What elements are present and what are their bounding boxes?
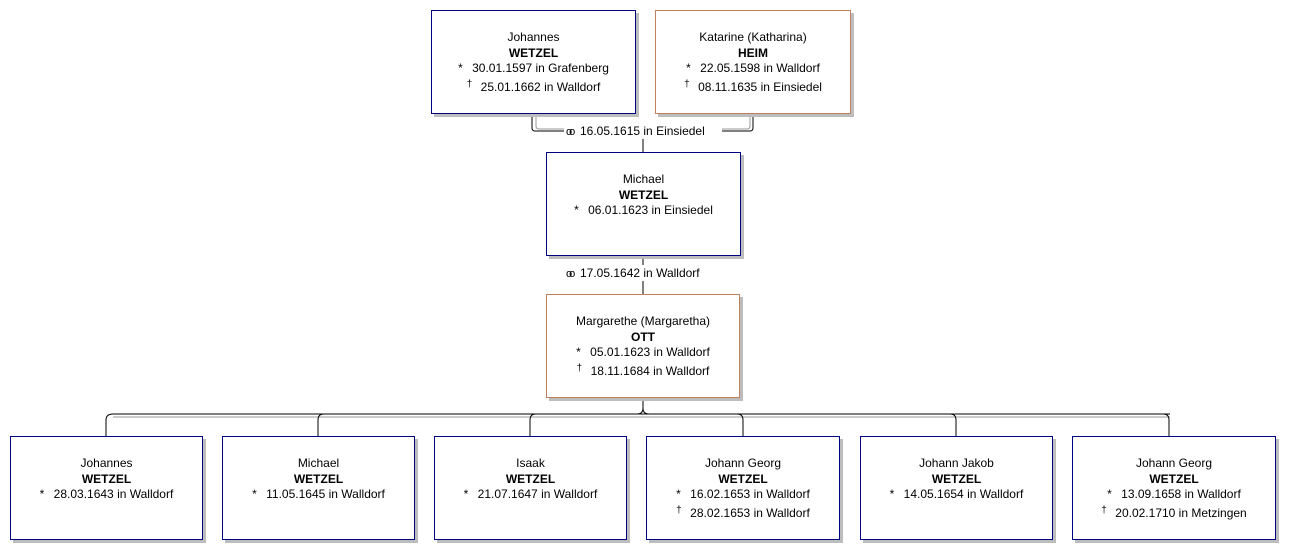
child-death-text: 28.02.1653 in Walldorf [690, 505, 810, 520]
person-box-child-2[interactable]: Michael WETZEL * 11.05.1645 in Walldorf [222, 436, 415, 540]
child-surname: WETZEL [293, 471, 344, 486]
birth-icon: * [1107, 487, 1112, 501]
death-icon: † [1101, 504, 1107, 516]
spouse-to-bus [636, 398, 650, 415]
child-4-drop [736, 413, 744, 436]
child-name: Johann Jakob [919, 456, 994, 470]
person-box-child-1[interactable]: Johannes WETZEL * 28.03.1643 in Walldorf [10, 436, 203, 540]
spouse-surname: OTT [631, 329, 655, 344]
person-box-child-6[interactable]: Johann Georg WETZEL * 13.09.1658 in Walld… [1072, 436, 1276, 540]
child-2-drop [317, 413, 325, 436]
mother-death: † 08.11.1635 in Einsiedel [656, 77, 850, 96]
birth-icon: * [458, 61, 463, 75]
mother-death-text: 08.11.1635 in Einsiedel [698, 79, 822, 94]
child-name: Michael [297, 456, 340, 470]
child-birth: * 28.03.1643 in Walldorf [11, 487, 202, 503]
person-box-child-4[interactable]: Johann Georg WETZEL * 16.02.1653 in Walld… [646, 436, 840, 540]
person-box-main[interactable]: Michael WETZEL * 06.01.1623 in Einsiedel [546, 152, 741, 256]
person-box-mother[interactable]: Katarine (Katharina) HEIM * 22.05.1598 in… [655, 10, 851, 114]
child-birth-text: 14.05.1654 in Walldorf [903, 487, 1024, 501]
birth-icon: * [676, 487, 681, 501]
father-connector-shadow [535, 114, 566, 130]
child-death: † 28.02.1653 in Walldorf [647, 503, 839, 522]
child-death-text: 20.02.1710 in Metzingen [1115, 505, 1247, 520]
child-birth: * 13.09.1658 in Walldorf [1073, 487, 1275, 503]
child-surname: WETZEL [505, 471, 556, 486]
birth-icon: * [463, 487, 469, 501]
mother-birth: * 22.05.1598 in Walldorf [656, 61, 850, 77]
child-surname: WETZEL [931, 471, 982, 486]
child-birth-text: 13.09.1658 in Walldorf [1121, 487, 1241, 501]
spouse-birth-text: 05.01.1623 in Walldorf [590, 345, 710, 359]
child-name: Johann Georg [704, 456, 782, 470]
father-birth-text: 30.01.1597 in Grafenberg [472, 61, 609, 75]
child-3-drop [529, 413, 537, 436]
father-death-text: 25.01.1662 in Walldorf [480, 79, 601, 94]
main-name: Michael [622, 172, 665, 186]
birth-icon: * [574, 203, 579, 217]
child-birth-text: 28.03.1643 in Walldorf [53, 487, 174, 501]
father-birth: * 30.01.1597 in Grafenberg [432, 61, 635, 77]
person-box-father[interactable]: Johannes WETZEL * 30.01.1597 in Grafenber… [431, 10, 636, 114]
spouse-name: Margarethe (Margaretha) [575, 314, 711, 328]
marriage1-text: 16.05.1615 in Einsiedel [580, 124, 705, 138]
death-icon: † [576, 362, 583, 374]
marriage-rings-icon: oo [566, 126, 575, 138]
marriage-label-parents: oo 16.05.1615 in Einsiedel [564, 124, 707, 139]
mother-birth-text: 22.05.1598 in Walldorf [700, 61, 820, 75]
birth-icon: * [889, 487, 895, 501]
father-connector [531, 114, 566, 132]
birth-icon: * [576, 345, 581, 359]
birth-icon: * [39, 487, 45, 501]
mother-connector [722, 114, 754, 132]
main-birth-text: 06.01.1623 in Einsiedel [588, 203, 713, 217]
main-birth: * 06.01.1623 in Einsiedel [547, 203, 740, 219]
child-death: † 20.02.1710 in Metzingen [1073, 503, 1275, 522]
spouse-birth: * 05.01.1623 in Walldorf [547, 345, 739, 361]
child-1-drop [105, 413, 114, 436]
spouse-death-text: 18.11.1684 in Walldorf [590, 363, 710, 378]
marriage2-text: 17.05.1642 in Walldorf [580, 266, 700, 280]
child-6-drop [1162, 413, 1170, 436]
person-box-spouse[interactable]: Margarethe (Margaretha) OTT * 05.01.1623 … [546, 294, 740, 398]
father-death: † 25.01.1662 in Walldorf [432, 77, 635, 96]
spouse-death: † 18.11.1684 in Walldorf [547, 361, 739, 380]
father-name: Johannes [507, 30, 560, 44]
child-surname: WETZEL [718, 471, 768, 486]
mother-connector-shadow [722, 114, 751, 130]
mother-name: Katarine (Katharina) [699, 30, 807, 44]
child-birth-text: 21.07.1647 in Walldorf [477, 487, 598, 501]
child-5-drop [949, 413, 957, 436]
death-icon: † [684, 78, 690, 90]
child-surname: WETZEL [81, 471, 132, 486]
main-surname: WETZEL [618, 187, 669, 202]
person-box-child-5[interactable]: Johann Jakob WETZEL * 14.05.1654 in Walld… [860, 436, 1053, 540]
child-birth: * 21.07.1647 in Walldorf [435, 487, 626, 503]
child-birth: * 16.02.1653 in Walldorf [647, 487, 839, 503]
child-birth: * 14.05.1654 in Walldorf [861, 487, 1052, 503]
birth-icon: * [252, 487, 257, 501]
mother-surname: HEIM [738, 45, 768, 60]
death-icon: † [676, 504, 682, 516]
birth-icon: * [686, 61, 691, 75]
father-surname: WETZEL [508, 45, 559, 60]
child-name: Johannes [80, 456, 133, 470]
child-birth: * 11.05.1645 in Walldorf [223, 487, 414, 503]
person-box-child-3[interactable]: Isaak WETZEL * 21.07.1647 in Walldorf [434, 436, 627, 540]
child-name: Johann Georg [1135, 456, 1213, 470]
death-icon: † [466, 78, 473, 90]
child-birth-text: 11.05.1645 in Walldorf [266, 487, 385, 501]
marriage-label-main: oo 17.05.1642 in Walldorf [564, 266, 702, 281]
child-birth-text: 16.02.1653 in Walldorf [690, 487, 810, 501]
marriage-rings-icon: oo [566, 268, 575, 280]
child-name: Isaak [516, 456, 545, 470]
child-surname: WETZEL [1149, 471, 1199, 486]
